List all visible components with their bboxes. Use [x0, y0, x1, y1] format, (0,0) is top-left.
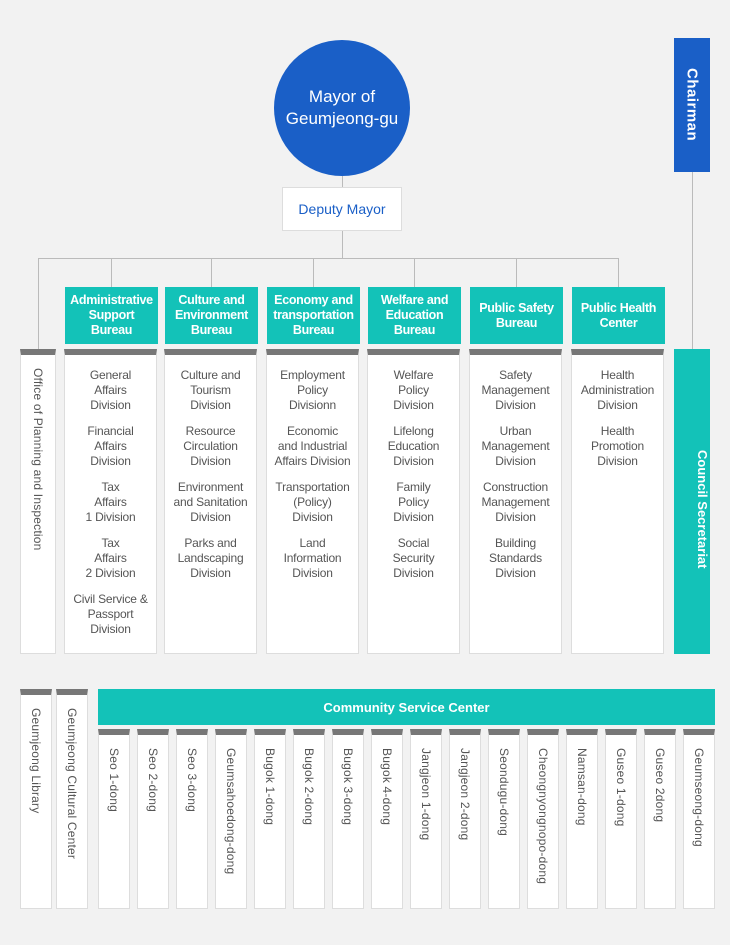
dong-column: Seo 3-dong: [176, 729, 208, 909]
connector-bureau-3: [313, 258, 314, 287]
dong-label: Jangjeon 2-dong: [458, 748, 472, 841]
dong-column: Cheongnyongnopo-dong: [527, 729, 559, 909]
chairman-node: Chairman: [674, 38, 710, 172]
dong-label: Geumsahoedong-dong: [224, 748, 238, 875]
dong-label: Seondugu-dong: [497, 748, 511, 837]
connector-office: [38, 258, 39, 349]
dong-label: Geumseong-dong: [692, 748, 706, 847]
mayor-node: Mayor of Geumjeong-gu: [274, 40, 410, 176]
dong-label: Jangjeon 1-dong: [419, 748, 433, 841]
council-secretariat-node: Council Secretariat: [674, 349, 710, 654]
dong-label: Cheongnyongnopo-dong: [536, 748, 550, 885]
dong-column: Guseo 1-dong: [605, 729, 637, 909]
connector-bus: [38, 258, 619, 259]
connector-bureau-1: [111, 258, 112, 287]
office-of-planning-label: Office of Planning and Inspection: [31, 368, 45, 551]
dong-label: Seo 3-dong: [185, 748, 199, 813]
dong-column: Bugok 1-dong: [254, 729, 286, 909]
dong-column: Bugok 3-dong: [332, 729, 364, 909]
dong-label: Bugok 2-dong: [302, 748, 316, 826]
dong-column: Guseo 2dong: [644, 729, 676, 909]
cultural-center-node: Geumjeong Cultural Center: [56, 689, 88, 909]
dong-label: Guseo 1-dong: [614, 748, 628, 827]
dong-label: Seo 1-dong: [107, 748, 121, 813]
library-node: Geumjeong Library: [20, 689, 52, 909]
connector-deputy-bus: [342, 231, 343, 258]
connector-bureau-6: [618, 258, 619, 287]
dong-label: Seo 2-dong: [146, 748, 160, 813]
dong-column: Jangjeon 1-dong: [410, 729, 442, 909]
connector-bureau-5: [516, 258, 517, 287]
mayor-line-1: Mayor of: [308, 87, 376, 106]
dong-label: Bugok 4-dong: [380, 748, 394, 826]
dong-label: Bugok 3-dong: [341, 748, 355, 826]
dong-label: Bugok 1-dong: [263, 748, 277, 826]
deputy-mayor-node: Deputy Mayor: [282, 187, 402, 231]
library-label: Geumjeong Library: [29, 708, 43, 814]
dong-column: Geumseong-dong: [683, 729, 715, 909]
dong-column: Seo 1-dong: [98, 729, 130, 909]
dong-column: Bugok 2-dong: [293, 729, 325, 909]
connector-bureau-2: [211, 258, 212, 287]
dong-column: Jangjeon 2-dong: [449, 729, 481, 909]
dong-column: Seondugu-dong: [488, 729, 520, 909]
mayor-line-2: Geumjeong-gu: [285, 109, 399, 128]
dong-column: Seo 2-dong: [137, 729, 169, 909]
division-item: Transportation(Policy)Division: [275, 480, 350, 524]
community-service-center-node: Community Service Center: [98, 689, 715, 725]
dong-label: Guseo 2dong: [653, 748, 667, 823]
dong-label: Namsan-dong: [575, 748, 589, 826]
cultural-center-label: Geumjeong Cultural Center: [65, 708, 79, 860]
office-of-planning-node: Office of Planning and Inspection: [20, 349, 56, 654]
dong-column: Geumsahoedong-dong: [215, 729, 247, 909]
dong-column: Bugok 4-dong: [371, 729, 403, 909]
dong-column: Namsan-dong: [566, 729, 598, 909]
connector-chairman-council: [692, 172, 693, 349]
connector-bureau-4: [414, 258, 415, 287]
connector-mayor-deputy: [342, 176, 343, 187]
